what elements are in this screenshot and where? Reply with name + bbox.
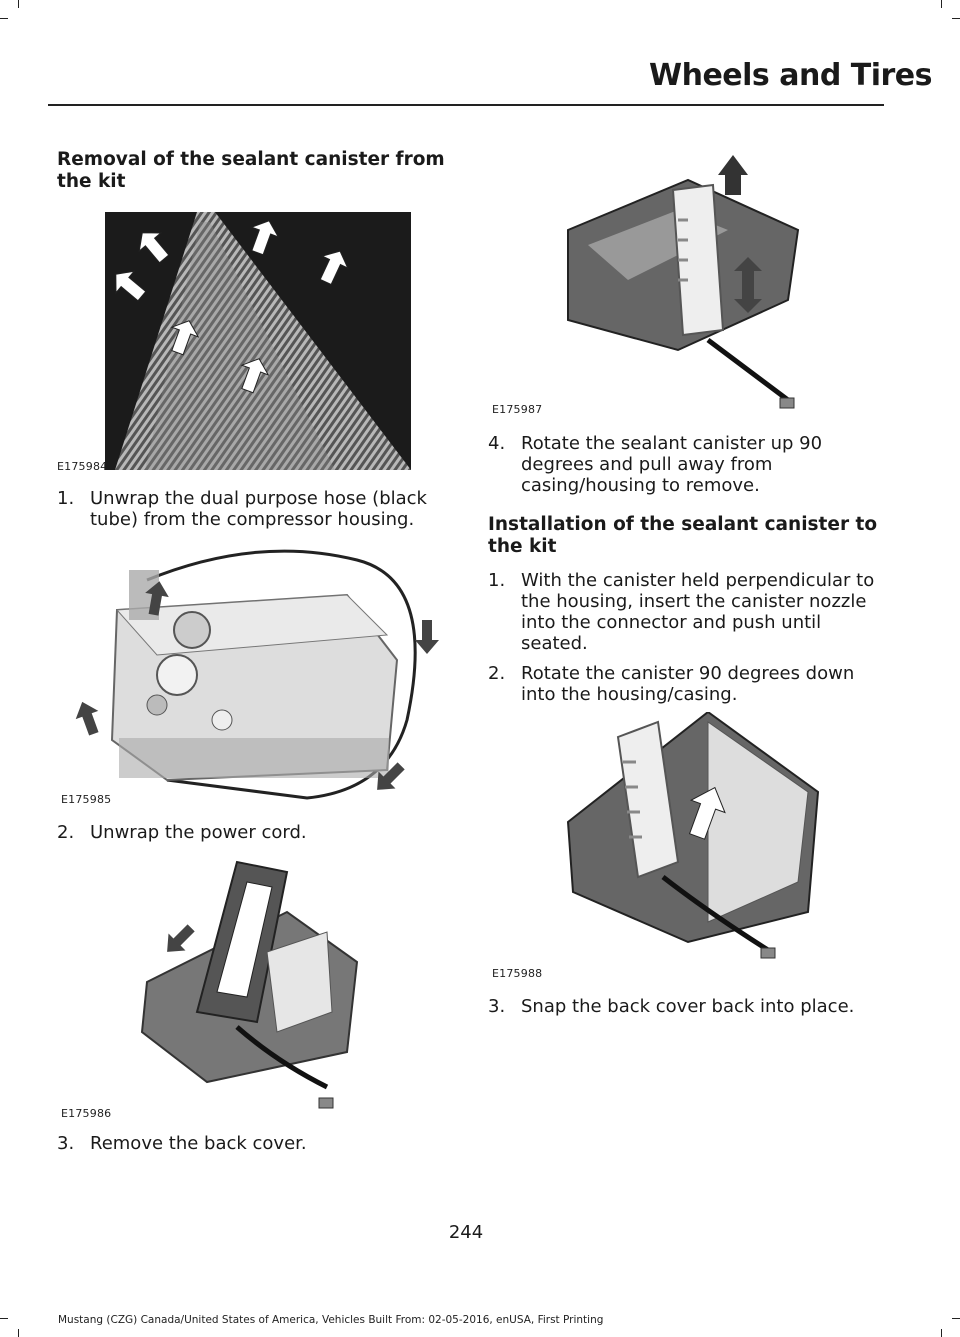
step-number: 3. bbox=[57, 1133, 75, 1154]
step-number: 1. bbox=[488, 570, 506, 591]
step-2-unwrap-cord: 2. Unwrap the power cord. bbox=[57, 822, 449, 843]
crop-mark bbox=[0, 1318, 8, 1319]
figure-code: E175988 bbox=[492, 967, 543, 980]
step-1-unwrap-hose: 1. Unwrap the dual purpose hose (black t… bbox=[57, 488, 449, 530]
step-number: 3. bbox=[488, 996, 506, 1017]
figure-code: E175985 bbox=[61, 793, 112, 806]
canister-rotate-up-illustration bbox=[567, 155, 800, 409]
crop-mark bbox=[0, 18, 8, 19]
header-rule bbox=[48, 104, 884, 106]
step-text: Remove the back cover. bbox=[90, 1133, 307, 1154]
figure-code: E175984 bbox=[57, 460, 108, 473]
section-heading-removal: Removal of the sealant canister from the… bbox=[57, 149, 445, 192]
footer-text: Mustang (CZG) Canada/United States of Am… bbox=[58, 1314, 604, 1326]
step-text: Unwrap the power cord. bbox=[90, 822, 307, 843]
power-cord-unwrap-illustration bbox=[140, 860, 359, 1109]
step-number: 4. bbox=[488, 433, 506, 454]
page-number: 244 bbox=[448, 1222, 484, 1243]
step-text: Snap the back cover back into place. bbox=[521, 996, 855, 1017]
compressor-hose-unwrap-illustration bbox=[75, 549, 439, 800]
step-text: Unwrap the dual purpose hose (black tube… bbox=[90, 488, 427, 530]
install-step-1: 1. With the canister held perpendicular … bbox=[488, 570, 880, 654]
crop-mark bbox=[941, 1329, 942, 1337]
step-3-remove-cover: 3. Remove the back cover. bbox=[57, 1133, 449, 1154]
crop-mark bbox=[18, 0, 19, 8]
install-step-3: 3. Snap the back cover back into place. bbox=[488, 996, 880, 1017]
compressor-kit-top-illustration bbox=[105, 212, 411, 470]
step-4-rotate-up: 4. Rotate the sealant canister up 90 deg… bbox=[488, 433, 880, 496]
step-number: 1. bbox=[57, 488, 75, 509]
page-header-title: Wheels and Tires bbox=[649, 58, 933, 93]
crop-mark bbox=[18, 1329, 19, 1337]
step-number: 2. bbox=[57, 822, 75, 843]
section-heading-installation: Installation of the sealant canister to … bbox=[488, 514, 878, 557]
crop-mark bbox=[941, 0, 942, 8]
figure-canister-insert: E175988 bbox=[488, 712, 880, 980]
figure-power-cord: E175986 bbox=[57, 852, 449, 1120]
figure-code: E175987 bbox=[492, 403, 543, 416]
figure-compressor-hose: E175985 bbox=[57, 540, 449, 806]
crop-mark bbox=[952, 18, 960, 19]
step-text: Rotate the sealant canister up 90 degree… bbox=[521, 433, 823, 496]
figure-code: E175986 bbox=[61, 1107, 112, 1120]
figure-compressor-kit: E175984 bbox=[57, 212, 411, 473]
step-text: With the canister held perpendicular to … bbox=[521, 570, 875, 654]
figure-canister-rotate-up: E175987 bbox=[488, 150, 880, 416]
canister-insert-illustration bbox=[566, 712, 820, 959]
step-text: Rotate the canister 90 degrees down into… bbox=[521, 663, 855, 705]
crop-mark bbox=[952, 1318, 960, 1319]
step-number: 2. bbox=[488, 663, 506, 684]
install-step-2: 2. Rotate the canister 90 degrees down i… bbox=[488, 663, 880, 705]
